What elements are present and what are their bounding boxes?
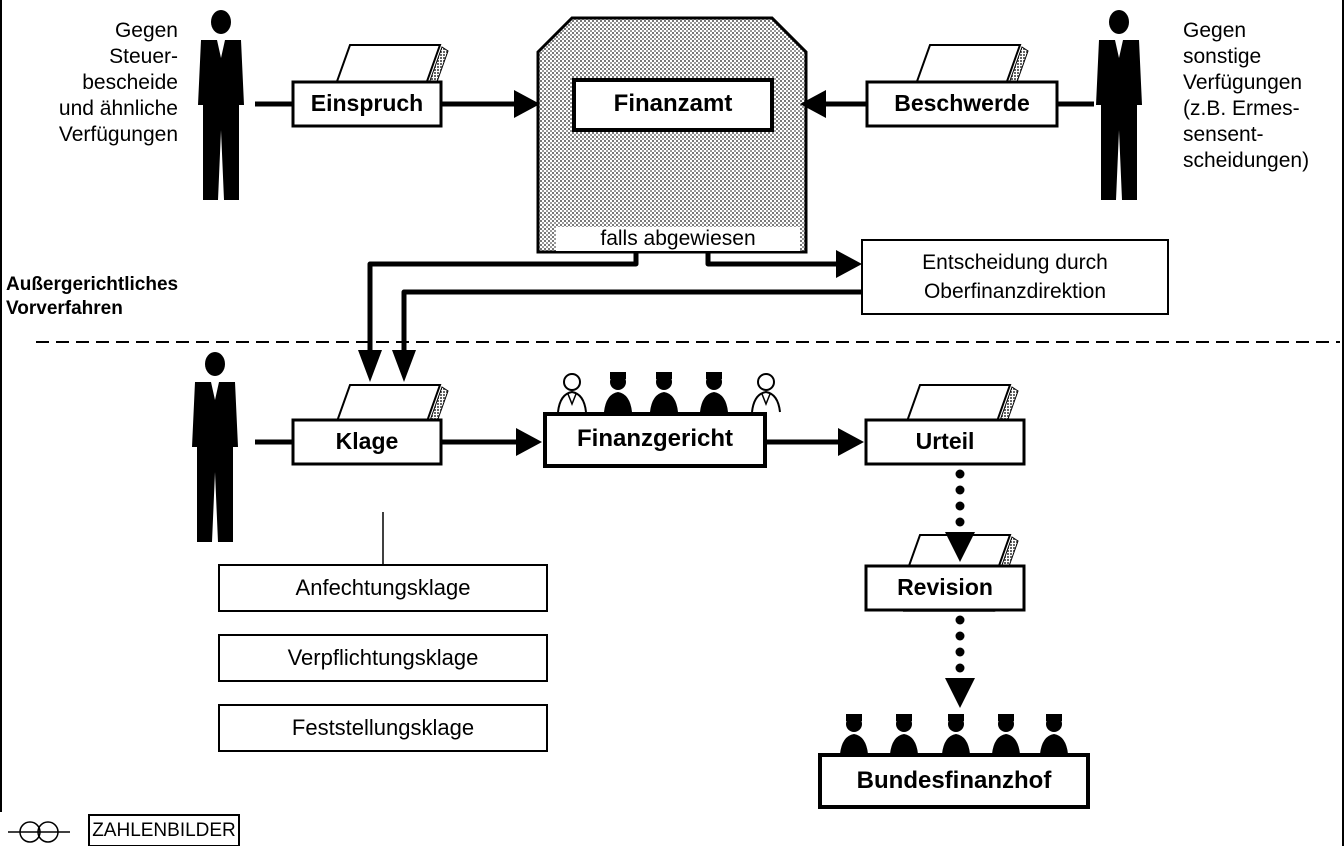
anfechtungsklage-label: Anfechtungsklage bbox=[295, 575, 471, 600]
klage-label: Klage bbox=[335, 428, 399, 454]
verpflichtungsklage-label: Verpflichtungsklage bbox=[287, 645, 479, 670]
brand-name: ZAHLENBILDER bbox=[92, 820, 236, 841]
urteil-label: Urteil bbox=[915, 428, 975, 454]
finanzamt-house-icon bbox=[536, 16, 808, 254]
finanzgericht-box bbox=[543, 412, 767, 468]
right-party-line: (z.B. Ermes- bbox=[1183, 97, 1300, 120]
arrowheads bbox=[358, 90, 975, 708]
einspruch-label: Einspruch bbox=[310, 90, 424, 116]
judge-icon bbox=[890, 714, 918, 754]
left-party-line: Steuer- bbox=[109, 45, 178, 68]
judge-icon bbox=[1040, 714, 1068, 754]
finanzamt-box bbox=[572, 78, 774, 132]
left-party-text: Gegen Steuer- bescheide und ähnliche Ver… bbox=[8, 18, 178, 148]
right-party-line: scheidungen) bbox=[1183, 149, 1310, 172]
right-party-line: Gegen bbox=[1183, 19, 1247, 42]
right-party-line: sonstige bbox=[1183, 45, 1262, 68]
finanzamt-label: Finanzamt bbox=[613, 90, 733, 117]
dotted-connectors bbox=[955, 469, 965, 673]
judge-icon bbox=[700, 372, 728, 412]
judge-icon bbox=[604, 372, 632, 412]
judge-icon bbox=[650, 372, 678, 412]
vorverfahren-line: Außergerichtliches bbox=[6, 274, 179, 295]
connectors bbox=[255, 101, 1094, 445]
feststellungsklage-label: Feststellungsklage bbox=[291, 715, 475, 740]
person-right-icon bbox=[1096, 10, 1142, 200]
judge-icon bbox=[840, 714, 868, 754]
verpflichtungsklage-box bbox=[218, 634, 548, 682]
right-party-line: Verfügungen bbox=[1183, 71, 1303, 94]
vorverfahren-line: Vorverfahren bbox=[6, 298, 123, 319]
ofd-label: Entscheidung durch Oberfinanzdirektion bbox=[862, 248, 1168, 306]
feststellungsklage-box bbox=[218, 704, 548, 752]
revision-box bbox=[864, 564, 1026, 612]
vorverfahren-label: Außergerichtliches Vorverfahren bbox=[6, 273, 178, 321]
finanzgericht-label: Finanzgericht bbox=[576, 425, 733, 452]
right-party-line: sensent- bbox=[1183, 123, 1264, 146]
left-party-line: und ähnliche bbox=[58, 97, 178, 120]
ofd-box bbox=[861, 239, 1169, 315]
ofd-line: Entscheidung durch bbox=[922, 251, 1108, 274]
left-party-line: Gegen bbox=[114, 19, 178, 42]
right-party-text: Gegen sonstige Verfügungen (z.B. Ermes- … bbox=[1183, 18, 1341, 174]
person-klage-icon bbox=[192, 352, 238, 542]
revision-label: Revision bbox=[897, 574, 993, 600]
beschwerde-label: Beschwerde bbox=[894, 90, 1030, 116]
bundesfinanzhof-label: Bundesfinanzhof bbox=[856, 767, 1052, 794]
brand-box bbox=[88, 814, 240, 846]
judge-icon bbox=[942, 714, 970, 754]
lay-judge-icon bbox=[557, 373, 587, 413]
person-left-icon bbox=[198, 10, 244, 200]
left-party-line: bescheide bbox=[82, 71, 178, 94]
globe-logo-icon bbox=[8, 821, 70, 843]
bundesfinanzhof-box bbox=[818, 753, 1090, 809]
ofd-line: Oberfinanzdirektion bbox=[923, 280, 1107, 303]
left-party-line: Verfügungen bbox=[58, 123, 178, 146]
urteil-box bbox=[864, 418, 1026, 466]
judge-icon bbox=[992, 714, 1020, 754]
lay-judge-icon bbox=[751, 373, 781, 413]
falls-abgewiesen-label: falls abgewiesen bbox=[556, 227, 800, 251]
